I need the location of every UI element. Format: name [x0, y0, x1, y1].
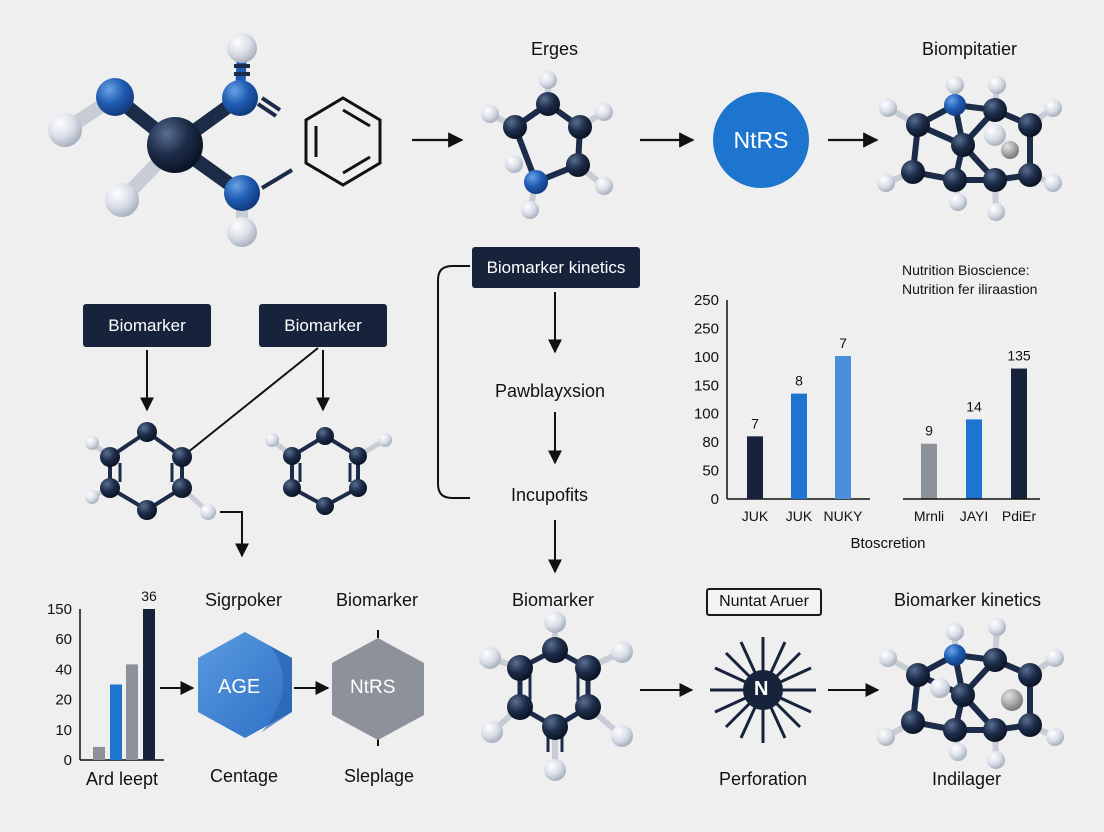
bar-value-label: 36 [141, 588, 157, 604]
bar-value-label: 8 [795, 373, 803, 389]
x-tick-label: JUK [742, 508, 769, 524]
bar-value-label: 14 [966, 398, 982, 414]
x-tick-label: JUK [786, 508, 813, 524]
y-tick-label: 60 [55, 631, 72, 648]
label-incupofits: Incupofits [511, 485, 589, 505]
y-tick-label: 10 [55, 722, 72, 739]
ntrs-hexagon-label: NtRS [350, 677, 396, 698]
label-erges: Erges [531, 39, 579, 59]
bar [126, 664, 138, 760]
nitrogen-label: N [754, 678, 769, 700]
x-tick-label: NUKY [824, 508, 864, 524]
bar [1011, 368, 1027, 499]
bar [143, 609, 155, 760]
bar [835, 356, 851, 499]
benzene-molecule-icon-bottom [479, 611, 633, 781]
label-biomarker-kinetics-bottom: Biomarker kinetics [894, 590, 1042, 610]
bar-value-label: 9 [925, 423, 933, 439]
label-indilager: Indilager [932, 769, 1002, 789]
nitrogen-burst-icon [710, 637, 816, 743]
y-tick-label: 150 [694, 377, 719, 394]
y-tick-label: 0 [711, 491, 719, 508]
nuntat-aruer-box: Nuntat Aruer [706, 588, 822, 616]
y-tick-label: 50 [702, 463, 719, 480]
chart-right-title-2: Nutrition fer iliraastion [902, 281, 1038, 297]
large-molecule-icon [48, 33, 382, 247]
label-perforation: Perforation [719, 769, 808, 789]
age-hexagon [198, 632, 292, 738]
biomarker-box-1: Biomarker [83, 304, 211, 347]
x-tick-label: Mrnli [914, 508, 944, 524]
bar [110, 684, 122, 760]
y-tick-label: 40 [55, 661, 72, 678]
x-tick-label: PdiEr [1002, 508, 1037, 524]
label-biomarker-bottom-1: Biomarker [336, 590, 419, 610]
cage-molecule-icon-bottom [877, 618, 1064, 769]
label-sleplage: Sleplage [344, 766, 415, 786]
bar-value-label: 135 [1007, 348, 1031, 364]
y-tick-label: 20 [55, 692, 72, 709]
y-tick-label: 100 [694, 406, 719, 423]
chart-right-title-1: Nutrition Bioscience: [902, 262, 1030, 278]
label-biompitatier: Biompitatier [922, 39, 1018, 59]
x-axis-label: Ard leept [86, 769, 158, 789]
bar [791, 393, 807, 499]
x-tick-label: JAYI [960, 508, 989, 524]
cage-molecule-icon [877, 76, 1062, 221]
x-axis-label: Btoscretion [850, 535, 925, 552]
bar-value-label: 7 [751, 415, 759, 431]
label-biomarker-bottom-2: Biomarker [512, 590, 595, 610]
benzene-molecule-icon-left [85, 347, 319, 520]
y-tick-label: 0 [64, 752, 72, 769]
bar [966, 419, 982, 499]
label-pawblayxsion: Pawblayxsion [495, 381, 606, 401]
label-centage: Centage [210, 766, 279, 786]
ring-molecule-icon [481, 71, 613, 219]
y-tick-label: 250 [694, 320, 719, 337]
y-tick-label: 80 [702, 434, 719, 451]
ntrs-circle: NtRS [713, 92, 809, 188]
bar [93, 746, 105, 760]
bar-value-label: 7 [839, 335, 847, 351]
biomarker-box-2: Biomarker [259, 304, 387, 347]
y-tick-label: 100 [694, 349, 719, 366]
y-tick-label: 150 [47, 601, 72, 618]
ntrs-hexagon [332, 638, 424, 740]
biomarker-kinetics-box: Biomarker kinetics [472, 247, 640, 288]
bar [921, 443, 937, 499]
age-hexagon-label: AGE [218, 676, 261, 698]
bar [747, 436, 763, 499]
benzene-molecule-icon-right [265, 427, 392, 515]
label-sigrpoker: Sigrpoker [205, 590, 283, 610]
y-tick-label: 250 [694, 292, 719, 309]
middle-flow-arrows [140, 265, 880, 746]
